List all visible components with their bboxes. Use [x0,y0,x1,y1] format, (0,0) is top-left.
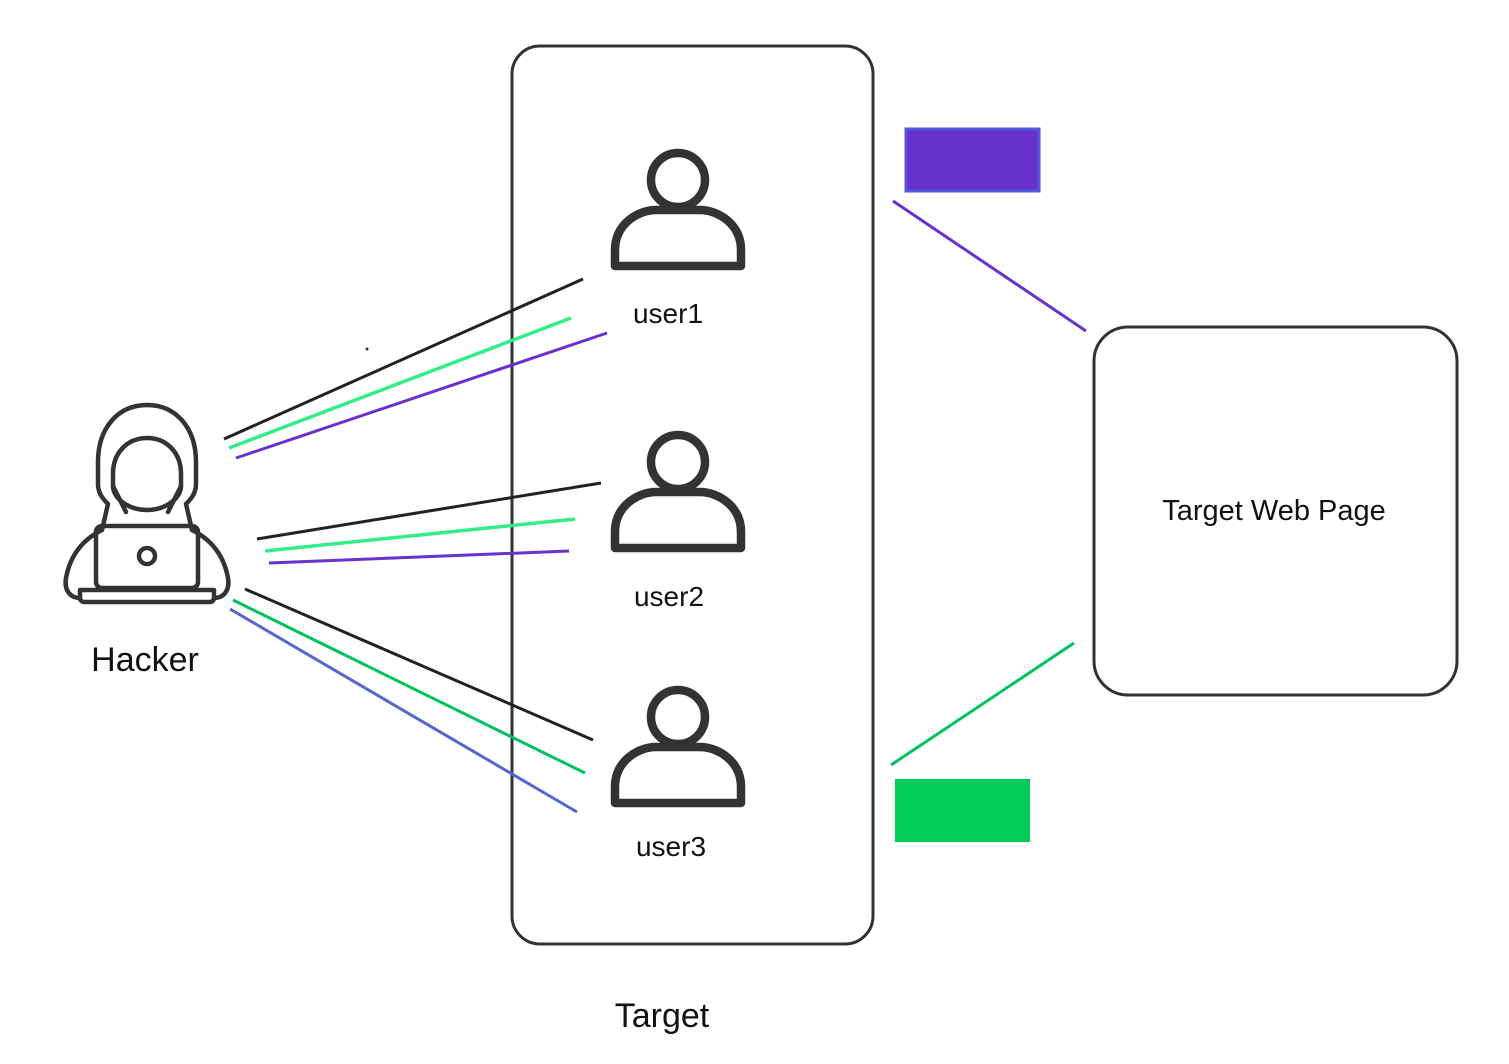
purple-link-to-web-page [892,199,1087,333]
target-web-page-box [1092,325,1459,697]
stray-dot [365,347,369,351]
hacker-label: Hacker [91,641,199,679]
link-hacker-user3-blue [229,607,578,814]
user3-icon [610,685,746,808]
user1-icon [610,148,746,271]
green-block [895,779,1030,842]
link-hacker-user1-black [223,277,584,441]
hacker-icon [63,402,231,605]
target-label: Target [615,997,710,1035]
user1-label: user1 [633,298,703,329]
link-hacker-user3-black [244,587,594,742]
user3-label: user3 [636,831,706,862]
user2-icon [610,430,746,553]
purple-block [904,127,1041,193]
link-hacker-user1-green [228,316,572,450]
target-web-page-label: Target Web Page [1162,495,1386,527]
link-hacker-user2-purple [268,549,570,565]
user2-label: user2 [634,581,704,612]
link-hacker-user2-green [264,517,576,553]
link-hacker-user1-purple [235,331,608,460]
link-hacker-user3-green [232,598,586,775]
link-hacker-user2-black [256,481,602,541]
green-link-to-web-page [890,641,1075,767]
